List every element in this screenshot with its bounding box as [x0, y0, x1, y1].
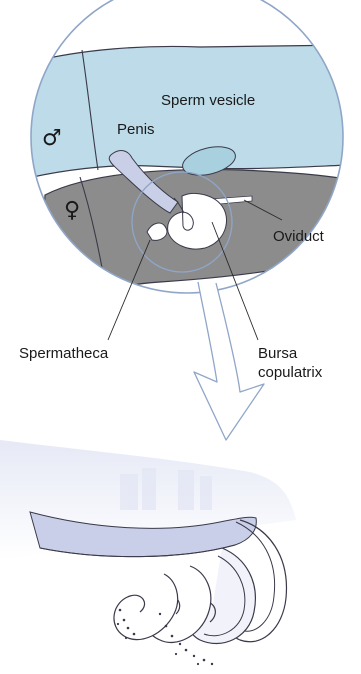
female-symbol: ♀: [64, 200, 80, 222]
male-symbol: ♂: [42, 128, 62, 150]
zoom-arrow: [194, 282, 264, 440]
label-oviduct: Oviduct: [273, 228, 324, 246]
label-sperm-vesicle: Sperm vesicle: [161, 92, 255, 110]
enlarged-genitalia: [0, 440, 296, 665]
label-penis: Penis: [117, 121, 155, 139]
label-spermatheca: Spermatheca: [19, 345, 108, 363]
label-bursa: Bursa: [258, 345, 297, 363]
label-copulatrix: copulatrix: [258, 364, 322, 382]
